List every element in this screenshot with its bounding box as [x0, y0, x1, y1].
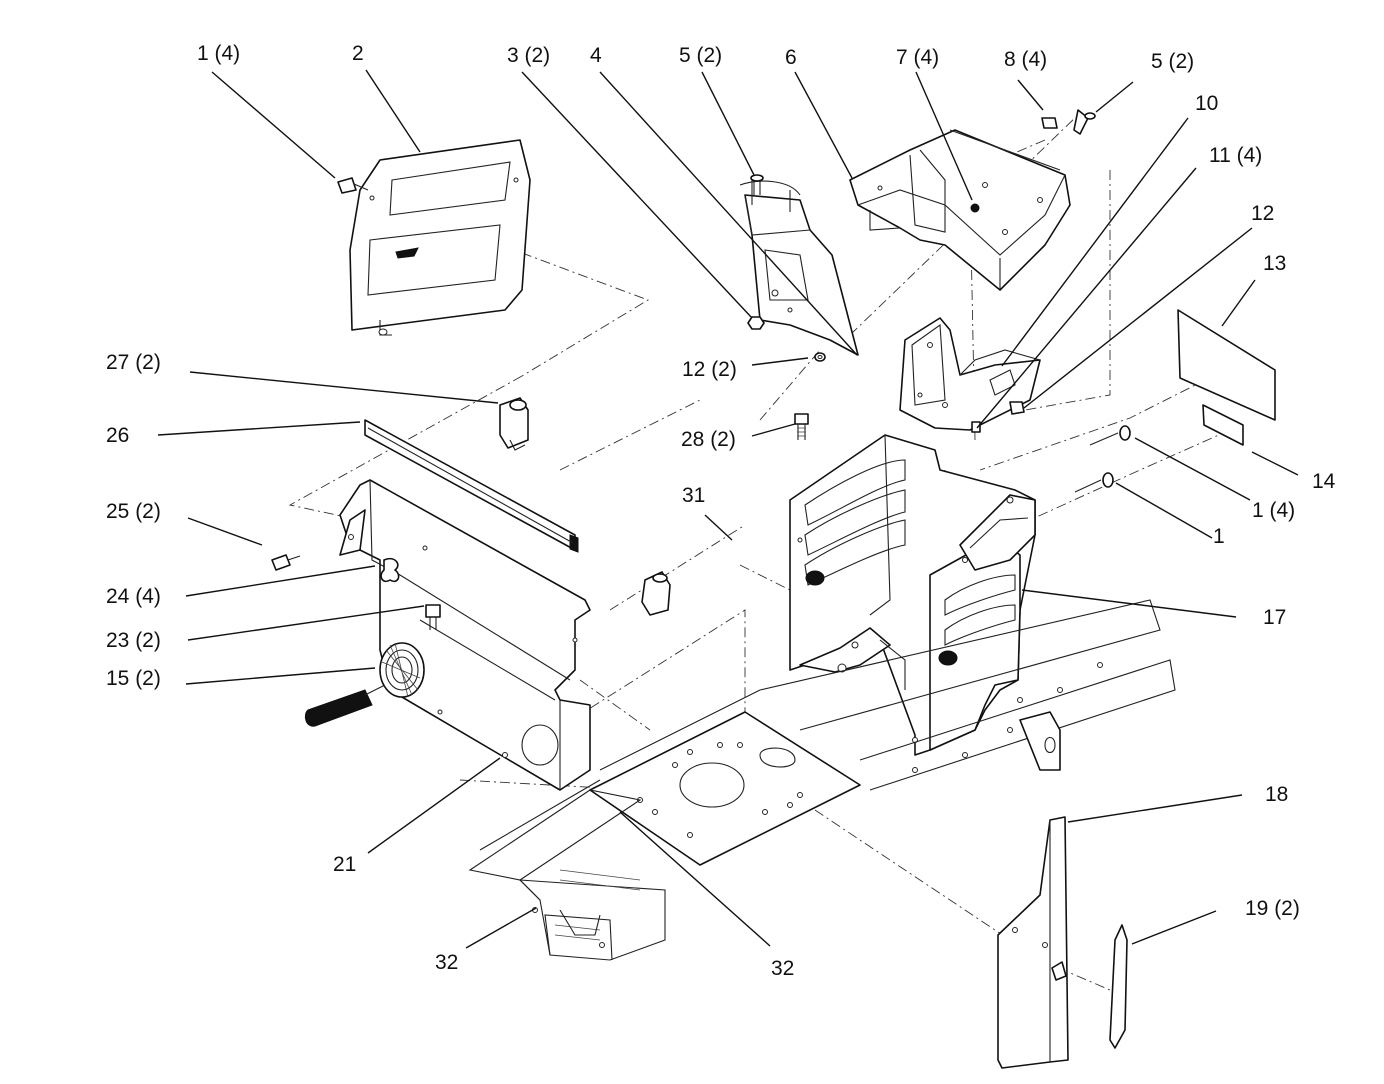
part-4-bracket [739, 180, 859, 356]
leader-lines [157, 69, 1299, 949]
part-28-bolt [794, 413, 809, 440]
callout-18: 18 [1265, 783, 1288, 806]
callout-31: 31 [682, 484, 705, 507]
callout-12-2: 12 (2) [682, 358, 737, 381]
part-25-screw [271, 554, 301, 571]
callout-10: 10 [1195, 92, 1218, 115]
part-1-screws-right [1074, 425, 1131, 493]
part-8-clip [1041, 117, 1058, 129]
part-13-decal [1177, 309, 1276, 421]
callout-32-left: 32 [435, 951, 458, 974]
callout-7-4: 7 (4) [896, 46, 939, 69]
part-12-nut [1009, 401, 1025, 415]
part-floor-plate [589, 711, 861, 866]
callout-15-2: 15 (2) [106, 667, 161, 690]
part-12-washer [814, 352, 826, 362]
callout-17: 17 [1263, 606, 1286, 629]
part-switch-lower [641, 571, 671, 616]
part-21-console-box [339, 479, 591, 791]
callout-8-4: 8 (4) [1004, 48, 1047, 71]
part-6-tray-bracket [849, 129, 1071, 291]
part-10-mount-plate [899, 317, 1041, 431]
part-11-bolt [971, 421, 981, 433]
callout-11-4: 11 (4) [1209, 144, 1262, 167]
callout-1-4: 1 (4) [197, 42, 240, 65]
callout-23-2: 23 (2) [106, 629, 161, 652]
callout-12: 12 [1251, 202, 1274, 225]
part-27-switch [499, 397, 529, 451]
part-5-bolt-right [1073, 109, 1096, 135]
callout-1-4-right: 1 (4) [1252, 499, 1295, 522]
part-31-frame [599, 599, 1176, 791]
part-18-trim [997, 816, 1069, 1069]
part-19-clip [1109, 924, 1128, 1049]
callout-25-2: 25 (2) [106, 500, 161, 523]
part-5-bolt-top [750, 174, 764, 195]
callout-6: 6 [785, 46, 797, 69]
part-26-rail [364, 419, 579, 553]
part-17-housing [789, 434, 1036, 756]
callout-5-2-top: 5 (2) [679, 44, 722, 67]
callout-21: 21 [333, 853, 356, 876]
part-1-screw-left [337, 177, 369, 194]
callout-19-2: 19 (2) [1245, 897, 1300, 920]
callout-32-right: 32 [771, 957, 794, 980]
callout-26: 26 [106, 424, 129, 447]
callout-28-2: 28 (2) [681, 428, 736, 451]
callout-4: 4 [590, 44, 602, 67]
callout-27-2: 27 (2) [106, 351, 161, 374]
callout-24-4: 24 (4) [106, 585, 161, 608]
part-14-label [1202, 404, 1244, 446]
callout-3-2: 3 (2) [507, 44, 550, 67]
callout-2: 2 [352, 42, 364, 65]
part-23-bolt [425, 604, 441, 630]
callout-1: 1 [1213, 525, 1225, 548]
part-lower-chassis [468, 779, 666, 961]
callout-labels: 1 (4) 2 3 (2) 4 5 (2) 6 7 (4) 8 (4) 5 (2… [106, 42, 1336, 980]
part-15-control-lever [304, 642, 425, 727]
part-24-wing-nut [380, 557, 400, 583]
callout-5-2-right: 5 (2) [1151, 50, 1194, 73]
callout-13: 13 [1263, 252, 1286, 275]
part-3-nut [747, 316, 765, 330]
part-2-upper-panel [349, 139, 531, 336]
callout-14: 14 [1312, 470, 1336, 493]
